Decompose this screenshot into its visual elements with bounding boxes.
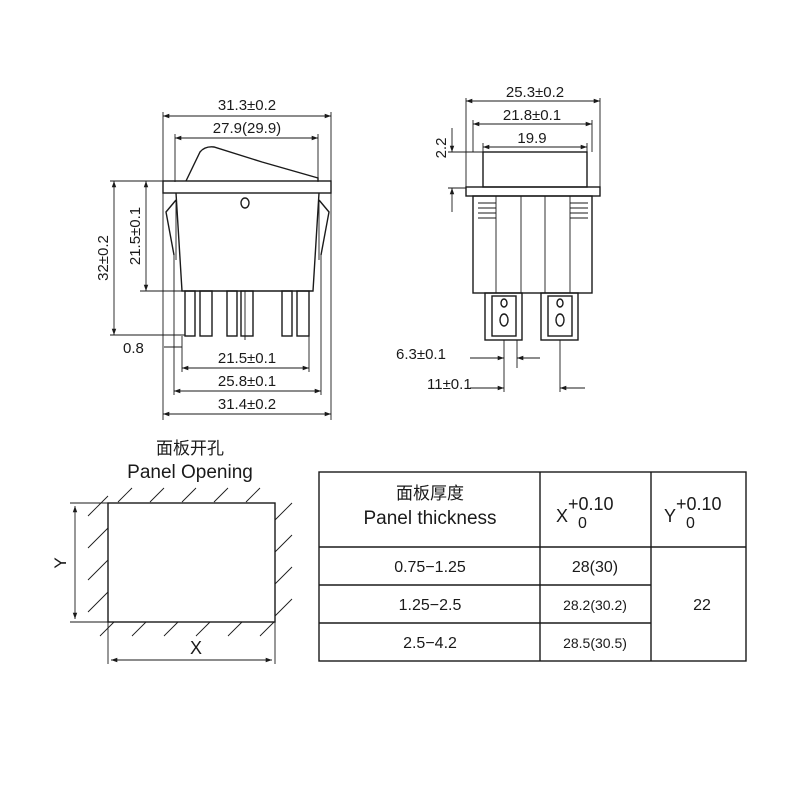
dim-plate-offset: 0.8 — [123, 340, 144, 357]
table-y-value: 22 — [693, 597, 711, 614]
side-body — [472, 195, 593, 294]
side-terminals — [484, 292, 579, 341]
dim-side-flange-height: 2.2 — [433, 138, 450, 159]
side-latch-ribs — [478, 202, 588, 219]
table-row-3-x: 28.5(30.5) — [563, 635, 627, 651]
dim-side-overall-width: 25.3±0.2 — [506, 84, 564, 101]
dim-rocker-width: 27.9(29.9) — [213, 120, 281, 137]
dim-side-flange-width: 21.8±0.1 — [503, 107, 561, 124]
front-view: 31.3±0.2 27.9(29.9) 0 32±0.2 21. — [95, 97, 332, 420]
panel-y-label: Y — [51, 557, 70, 568]
rocker-button — [185, 146, 319, 182]
off-indicator-mark: 0 — [240, 197, 250, 209]
table-row-2-x: 28.2(30.2) — [563, 597, 627, 613]
table-header-cn: 面板厚度 — [396, 484, 464, 503]
top-plate — [162, 180, 332, 194]
panel-thickness-table: 面板厚度 Panel thickness X +0.10 0 Y +0.10 0… — [318, 471, 747, 662]
table-header-y-tolerance: Y +0.10 0 — [664, 494, 722, 532]
svg-text:0: 0 — [686, 515, 695, 532]
dim-body-height: 21.5±0.1 — [127, 207, 144, 265]
dim-terminal-span-inner: 21.5±0.1 — [218, 350, 276, 367]
table-row-3-thickness: 2.5−4.2 — [403, 635, 457, 652]
panel-opening-title-cn: 面板开孔 — [156, 439, 224, 458]
side-rocker — [482, 151, 588, 188]
side-flange — [465, 186, 601, 197]
panel-x-label: X — [190, 638, 202, 658]
dim-height-total: 32±0.2 — [95, 235, 112, 281]
svg-text:0: 0 — [578, 515, 587, 532]
dim-terminal-pitch: 11±0.1 — [427, 376, 472, 393]
panel-cutout — [107, 502, 276, 623]
svg-text:+0.10: +0.10 — [568, 494, 614, 514]
dim-overall-width-top: 31.3±0.2 — [218, 97, 276, 114]
panel-opening: 面板开孔 Panel Opening — [51, 439, 293, 664]
dim-overall-width-bottom: 31.4±0.2 — [218, 396, 276, 413]
svg-text:X: X — [556, 506, 568, 526]
table-row-2-thickness: 1.25−2.5 — [399, 597, 462, 614]
table-row-1-x: 28(30) — [572, 559, 618, 576]
table-header-x-tolerance: X +0.10 0 — [556, 494, 614, 532]
table-row-1-thickness: 0.75−1.25 — [394, 559, 466, 576]
svg-text:+0.10: +0.10 — [676, 494, 722, 514]
svg-text:Y: Y — [664, 506, 676, 526]
dim-terminal-width: 6.3±0.1 — [396, 346, 446, 363]
panel-hatching — [87, 487, 293, 637]
table-header-en: Panel thickness — [363, 508, 496, 529]
dim-terminal-span-mid: 25.8±0.1 — [218, 373, 276, 390]
panel-opening-title-en: Panel Opening — [127, 462, 253, 483]
dim-side-rocker-width: 19.9 — [517, 130, 546, 147]
front-terminals — [184, 290, 310, 340]
side-view: 25.3±0.2 21.8±0.1 19.9 2.2 — [396, 84, 601, 393]
